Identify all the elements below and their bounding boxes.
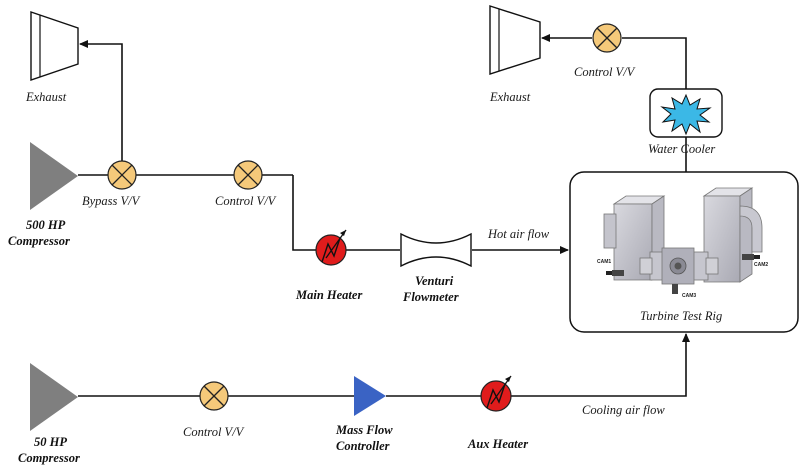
- cam3-label: CAM3: [682, 293, 696, 299]
- compressor-50hp-label-line1: 50 HP: [34, 435, 67, 449]
- control-valve-right-label: Control V/V: [574, 65, 636, 79]
- rig-turbine-section-icon: [639, 247, 719, 285]
- exhaust-left: [30, 11, 79, 81]
- control-valve-bottom-icon: [199, 381, 229, 411]
- compressor-50hp-icon: [30, 363, 78, 431]
- cam3-icon: [672, 284, 678, 294]
- main-heater-label: Main Heater: [295, 288, 362, 302]
- exhaust-right-label: Exhaust: [489, 90, 531, 104]
- compressor-500hp-icon: [30, 142, 78, 210]
- water-cooler-icon: [649, 88, 723, 138]
- pipe-cooling-heater-to-rig: [510, 333, 690, 397]
- water-cooler-label: Water Cooler: [648, 142, 715, 156]
- control-valve-top-label: Control V/V: [215, 194, 277, 208]
- cam2-icon: [742, 254, 760, 260]
- venturi-flowmeter-icon: [400, 232, 472, 268]
- cam1-label: CAM1: [597, 259, 611, 265]
- exhaust-left-label: Exhaust: [25, 90, 67, 104]
- mass-flow-label-line1: Mass Flow: [335, 423, 393, 437]
- aux-heater-label: Aux Heater: [467, 437, 528, 451]
- compressor-500hp-label-line2: Compressor: [8, 234, 70, 248]
- main-heater-icon: [315, 229, 347, 266]
- pipe-bypass-to-exhaust: [79, 40, 123, 161]
- compressor-50hp-label-line2: Compressor: [18, 451, 80, 465]
- control-valve-bottom-label: Control V/V: [183, 425, 245, 439]
- cam2-label: CAM2: [754, 262, 768, 268]
- control-valve-top-icon: [233, 160, 263, 190]
- pipe-main-down-to-heater: [292, 175, 316, 251]
- hot-air-flow-label: Hot air flow: [487, 227, 550, 241]
- cam1-icon: [606, 270, 624, 276]
- turbine-test-rig: CAM1 CAM2 CAM3 Turbine Test Rig: [569, 171, 799, 333]
- control-valve-right-icon: [592, 23, 622, 53]
- compressor-500hp-label-line1: 500 HP: [26, 218, 66, 232]
- bypass-valve-label: Bypass V/V: [82, 194, 141, 208]
- aux-heater-icon: [480, 375, 512, 412]
- cooling-air-flow-label: Cooling air flow: [582, 403, 665, 417]
- bypass-valve-icon: [107, 160, 137, 190]
- venturi-label-line1: Venturi: [415, 274, 454, 288]
- pipe-water-cooler-to-control-valve: [622, 37, 687, 89]
- venturi-label-line2: Flowmeter: [402, 290, 459, 304]
- exhaust-right: [489, 5, 541, 75]
- mass-flow-label-line2: Controller: [336, 439, 390, 453]
- mass-flow-controller-icon: [354, 376, 386, 416]
- turbine-test-rig-label: Turbine Test Rig: [640, 309, 722, 323]
